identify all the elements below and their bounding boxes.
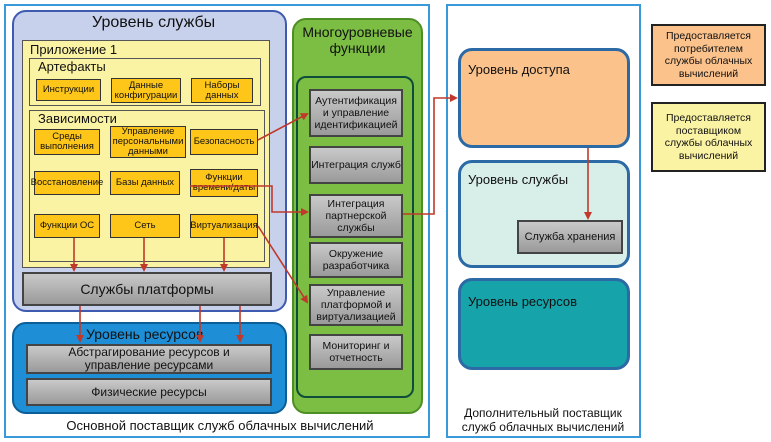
- dep-network: Сеть: [110, 214, 180, 238]
- multilevel-title: Многоуровневые функции: [302, 24, 413, 56]
- storage-service-box: Служба хранения: [517, 220, 623, 254]
- func-partner-integration: Интеграция партнерской службы: [309, 194, 403, 238]
- additional-provider-frame: [446, 4, 641, 438]
- func-auth-identity: Аутентификация и управление идентификаци…: [309, 89, 403, 137]
- artifact-config-data: Данные конфигурации: [111, 78, 181, 103]
- dep-security: Безопасность: [190, 129, 258, 155]
- main-provider-caption: Основной поставщик служб облачных вычисл…: [66, 418, 374, 433]
- main-provider-frame: [4, 4, 430, 438]
- platform-services-box: Службы платформы: [22, 272, 272, 306]
- additional-provider-caption: Дополнительный поставщик служб облачных …: [461, 406, 625, 434]
- resource-abstraction-box: Абстрагирование ресурсов и управление ре…: [26, 344, 272, 374]
- additional-service-level-label: Уровень службы: [468, 172, 569, 187]
- service-level-title: Уровень службы: [92, 14, 216, 31]
- dep-virtualization: Виртуализация: [190, 214, 258, 238]
- legend-provider: Предоставляется поставщиком службы облач…: [651, 102, 766, 172]
- access-level-label: Уровень доступа: [468, 62, 570, 77]
- dep-runtime: Среды выполнения: [34, 129, 100, 155]
- dep-os-functions: Функции ОС: [34, 214, 100, 238]
- func-monitoring-reporting: Мониторинг и отчетность: [309, 334, 403, 370]
- func-platform-virtualization: Управление платформой и виртуализацией: [309, 284, 403, 326]
- application-title: Приложение 1: [30, 42, 118, 57]
- dependencies-title: Зависимости: [38, 111, 117, 126]
- artifact-data-sets: Наборы данных: [191, 78, 253, 103]
- dep-personal-data: Управление персональными данными: [110, 126, 186, 158]
- physical-resources-box: Физические ресурсы: [26, 378, 272, 406]
- dep-databases: Базы данных: [110, 171, 180, 195]
- access-level-box: [458, 48, 630, 148]
- func-dev-environment: Окружение разработчика: [309, 242, 403, 278]
- artifacts-title: Артефакты: [38, 59, 106, 74]
- additional-resource-level-label: Уровень ресурсов: [468, 294, 578, 309]
- artifact-instructions: Инструкции: [36, 79, 101, 101]
- resource-level-title: Уровень ресурсов: [86, 326, 204, 342]
- func-service-integration: Интеграция служб: [309, 146, 403, 184]
- legend-consumer: Предоставляется потребителем службы обла…: [651, 24, 766, 86]
- dep-time-date: Функции времени/даты: [190, 169, 258, 197]
- additional-resource-level-box: [458, 278, 630, 370]
- dep-recovery: Восстановление: [31, 171, 103, 195]
